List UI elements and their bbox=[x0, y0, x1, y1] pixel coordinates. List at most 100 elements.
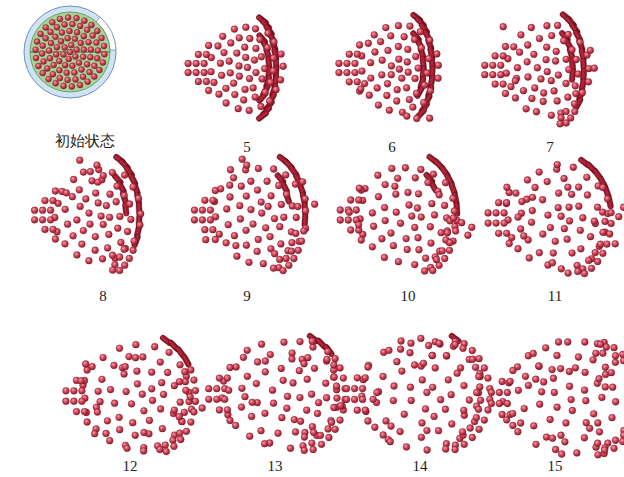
fragment-ball bbox=[89, 177, 96, 184]
fragment-ball bbox=[561, 175, 568, 182]
fragment-ball bbox=[536, 35, 543, 42]
fragment-ball bbox=[588, 265, 595, 272]
fragment-ball bbox=[406, 202, 413, 209]
fragment-ball bbox=[116, 414, 123, 421]
fragment-ball bbox=[265, 203, 272, 210]
fragment-ball bbox=[359, 68, 366, 75]
fragment-ball bbox=[278, 414, 285, 421]
fragment-ball bbox=[351, 385, 358, 392]
fragment-ball bbox=[301, 434, 308, 441]
frame-number: 15 bbox=[548, 458, 563, 475]
fragment-frame bbox=[336, 11, 442, 122]
fragment-ball bbox=[225, 221, 232, 228]
fragment-ball bbox=[124, 228, 131, 235]
fragment-ball bbox=[84, 27, 90, 33]
fragment-ball bbox=[94, 55, 100, 61]
fragment-ball bbox=[553, 48, 560, 55]
fragment-ball bbox=[215, 43, 222, 50]
fragment-ball bbox=[227, 364, 234, 371]
fragment-ball bbox=[116, 345, 123, 352]
fragment-ball bbox=[380, 373, 387, 380]
fragment-ball bbox=[503, 230, 510, 237]
fragment-ball bbox=[346, 78, 353, 85]
fragment-ball bbox=[548, 32, 555, 39]
fragment-ball bbox=[443, 352, 450, 359]
fragment-ball bbox=[561, 438, 568, 445]
fragment-ball bbox=[260, 260, 267, 267]
fragment-ball bbox=[437, 341, 444, 348]
fragment-ball bbox=[84, 367, 91, 374]
fragment-ball bbox=[448, 391, 455, 398]
fragment-ball bbox=[283, 255, 290, 262]
fragment-ball bbox=[468, 224, 475, 231]
fragment-ball bbox=[232, 422, 239, 429]
fragment-ball bbox=[599, 184, 606, 191]
fragment-ball bbox=[461, 441, 468, 448]
fragment-ball bbox=[99, 255, 106, 262]
fragment-ball bbox=[473, 389, 480, 396]
fragment-ball bbox=[509, 422, 516, 429]
fragment-ball bbox=[549, 366, 556, 373]
fragment-ball bbox=[243, 227, 250, 234]
fragment-ball bbox=[558, 213, 565, 220]
fragment-ball bbox=[609, 384, 616, 391]
fragment-ball bbox=[382, 181, 389, 188]
fragment-ball bbox=[390, 242, 397, 249]
fragment-ball bbox=[39, 207, 46, 214]
fragment-ball bbox=[459, 428, 466, 435]
fragment-ball bbox=[445, 376, 452, 383]
fragment-ball bbox=[521, 405, 528, 412]
fragment-ball bbox=[63, 387, 70, 394]
fragment-ball bbox=[512, 95, 519, 102]
fragment-ball bbox=[187, 419, 194, 426]
fragment-ball bbox=[224, 407, 231, 414]
fragment-ball bbox=[82, 361, 89, 368]
fragment-frame bbox=[185, 14, 287, 123]
fragment-ball bbox=[237, 216, 244, 223]
fragment-ball bbox=[85, 257, 92, 264]
fragment-ball bbox=[156, 446, 163, 453]
fragment-ball bbox=[612, 240, 619, 247]
fragment-ball bbox=[417, 28, 424, 35]
fragment-ball bbox=[201, 69, 208, 76]
fragment-ball bbox=[543, 56, 550, 63]
fragment-ball bbox=[280, 267, 287, 274]
fragment-ball bbox=[247, 178, 254, 185]
fragment-ball bbox=[258, 427, 265, 434]
fragment-ball bbox=[406, 96, 413, 103]
fragment-ball bbox=[296, 367, 303, 374]
fragment-ball bbox=[343, 396, 350, 403]
fragment-ball bbox=[81, 18, 87, 24]
fragment-ball bbox=[103, 202, 110, 209]
fragment-ball bbox=[492, 53, 499, 60]
fragment-ball bbox=[493, 210, 500, 217]
fragment-ball bbox=[571, 108, 578, 115]
fragment-ball bbox=[407, 23, 414, 30]
fragment-ball bbox=[95, 388, 102, 395]
fragment-ball bbox=[227, 166, 234, 173]
fragment-ball bbox=[414, 205, 421, 212]
fragment-ball bbox=[554, 352, 561, 359]
fragment-ball bbox=[352, 69, 359, 76]
fragment-ball bbox=[177, 436, 184, 443]
fragment-ball bbox=[388, 423, 395, 430]
fragment-ball bbox=[536, 169, 543, 176]
fragment-ball bbox=[84, 419, 91, 426]
fragment-ball bbox=[431, 413, 438, 420]
frame-number: 11 bbox=[548, 288, 562, 305]
fragment-ball bbox=[52, 236, 59, 243]
fragment-ball bbox=[280, 377, 287, 384]
fragment-ball bbox=[95, 47, 101, 53]
fragment-ball bbox=[393, 98, 400, 105]
fragment-ball bbox=[575, 184, 582, 191]
fragment-ball bbox=[126, 353, 133, 360]
fragment-ball bbox=[250, 221, 257, 228]
fragment-ball bbox=[606, 231, 613, 238]
fragment-ball bbox=[61, 22, 67, 28]
fragment-ball bbox=[187, 367, 194, 374]
fragment-ball bbox=[354, 374, 361, 381]
fragment-ball bbox=[244, 347, 251, 354]
fragment-ball bbox=[106, 437, 113, 444]
fragment-ball bbox=[309, 338, 316, 345]
fragment-ball bbox=[571, 100, 578, 107]
